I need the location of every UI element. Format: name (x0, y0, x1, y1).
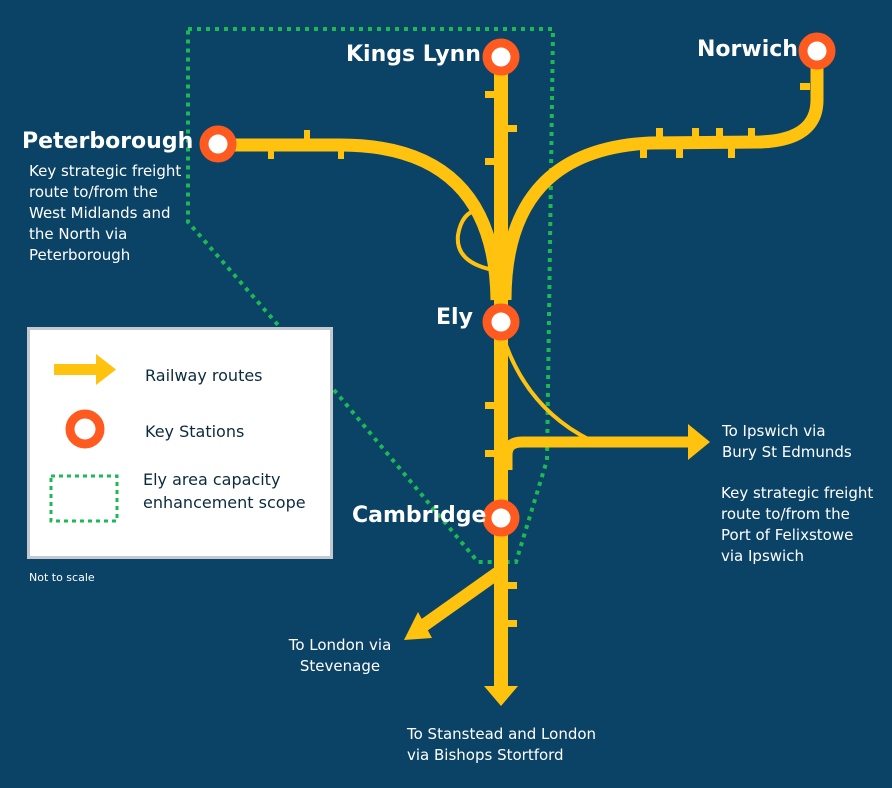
london-stevenage-label: To London via Stevenage (288, 636, 392, 675)
tick (338, 145, 344, 159)
line-london-stevenage (416, 566, 503, 634)
arrow-stansted (484, 686, 518, 706)
tick (716, 128, 723, 138)
station-kings-lynn-label: Kings Lynn (346, 42, 481, 67)
tick (692, 128, 699, 138)
tick (676, 148, 683, 158)
legend-symbols (49, 354, 119, 523)
tick (485, 402, 497, 409)
tick (505, 125, 517, 132)
station-cambridge-label: Cambridge (352, 503, 487, 528)
legend-scope-label: Ely area capacity enhancement scope (143, 470, 306, 512)
tick (728, 148, 735, 158)
tick (268, 145, 274, 159)
scope-outline (186, 27, 556, 564)
line-ipswich-branch (501, 436, 690, 470)
tick (304, 130, 310, 141)
felixstowe-freight-note: Key strategic freight route to/from the … (721, 484, 874, 565)
tick (485, 158, 497, 165)
tick (800, 83, 810, 90)
tick (485, 91, 497, 98)
arrow-london-stevenage (404, 612, 432, 640)
arrow-ipswich (688, 424, 710, 460)
station-peterborough-label: Peterborough (22, 129, 194, 154)
line-peterborough-ely (218, 138, 504, 301)
tick (505, 620, 517, 627)
legend-station-icon (65, 409, 105, 449)
stansted-label: To Stanstead and London via Bishops Stor… (407, 725, 597, 764)
not-to-scale-note: Not to scale (29, 571, 95, 584)
line-ely-ipswich-chord (504, 344, 591, 442)
tick (485, 450, 497, 457)
line-norwich-ely (498, 52, 824, 301)
legend-railway-routes-label: Railway routes (145, 366, 263, 385)
legend-key-stations-label: Key Stations (145, 422, 245, 441)
station-cambridge-marker (482, 499, 520, 537)
tick (748, 128, 755, 138)
legend: Railway routes Key Stations Ely area cap… (27, 327, 333, 559)
legend-route-arrow-shaft (54, 364, 100, 375)
station-ely-marker (482, 303, 520, 341)
ipswich-label: To Ipswich via Bury St Edmunds (722, 422, 852, 461)
station-norwich-label: Norwich (697, 37, 798, 62)
station-peterborough-marker (199, 125, 237, 163)
legend-route-arrow-icon (96, 354, 116, 385)
station-norwich-marker (798, 32, 836, 70)
tick (505, 582, 517, 589)
station-kings-lynn-marker (482, 38, 520, 76)
station-ely-label: Ely (436, 305, 473, 330)
tick (640, 148, 647, 158)
tick (656, 128, 663, 138)
line-ely-chord (455, 208, 494, 272)
legend-scope-icon (49, 474, 119, 523)
peterborough-freight-note: Key strategic freight route to/from the … (29, 162, 182, 264)
